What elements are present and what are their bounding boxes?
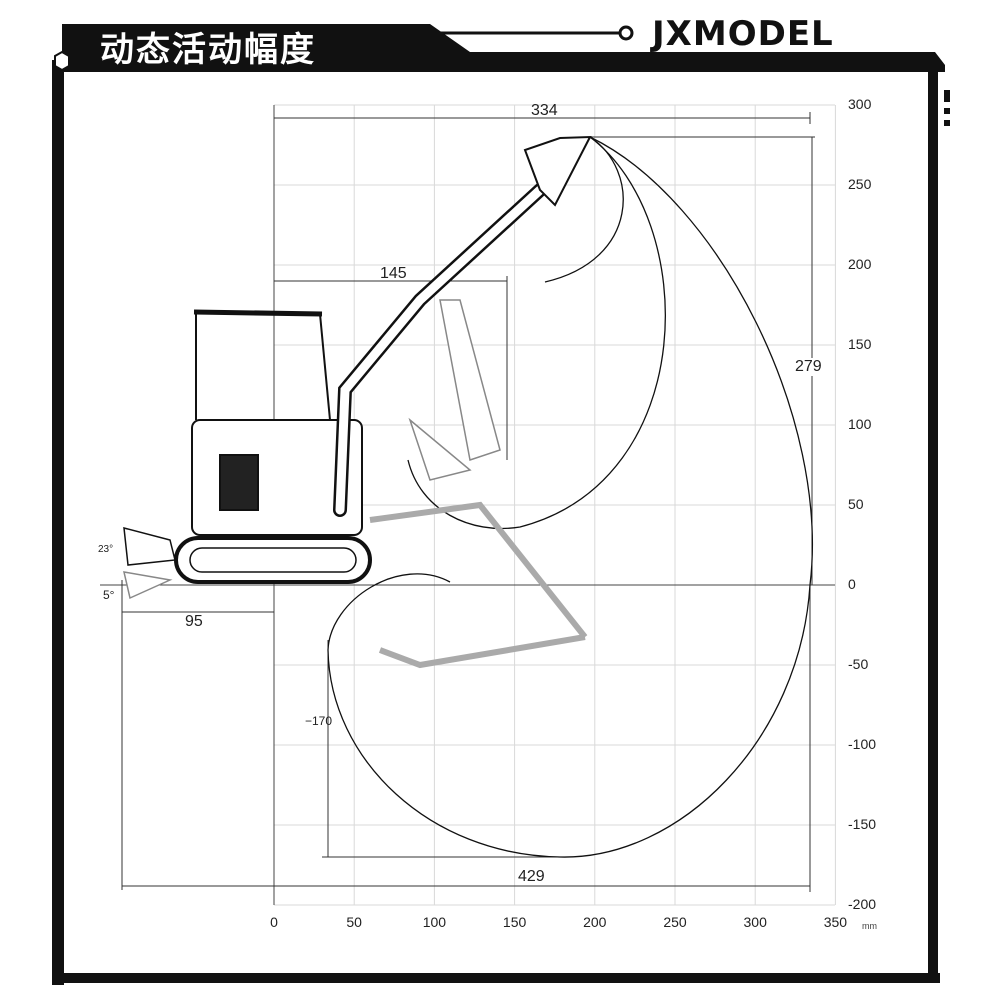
dimension-lines — [121, 112, 815, 892]
x-tick-label: 250 — [663, 914, 687, 930]
y-tick-label: -50 — [848, 656, 869, 672]
reach-envelope — [327, 136, 814, 858]
frame — [52, 24, 950, 985]
y-tick-label: 200 — [848, 256, 872, 272]
y-tick-label: -200 — [848, 896, 877, 912]
y-tick-label: 300 — [848, 96, 872, 112]
dim-max-height: 279 — [795, 358, 822, 376]
y-tick-label: -100 — [848, 736, 877, 752]
y-tick-label: 100 — [848, 416, 872, 432]
unit-label: mm — [862, 921, 877, 931]
x-tick-label: 0 — [270, 914, 278, 930]
y-tick-label: 0 — [848, 576, 856, 592]
brand-logo: JXMODEL — [652, 14, 834, 54]
x-tick-label: 50 — [346, 914, 362, 930]
y-tick-label: 250 — [848, 176, 872, 192]
dim-blade-offset: 95 — [185, 613, 203, 630]
dim-blade-up-angle: 23° — [98, 544, 114, 555]
header-circle-icon — [618, 25, 634, 41]
x-tick-label: 100 — [422, 914, 447, 930]
excavator-drawing — [123, 135, 592, 669]
hexagon-icon — [54, 50, 70, 72]
dim-blade-down-angle: 5° — [103, 588, 115, 602]
y-tick-label: 150 — [848, 336, 872, 352]
dim-mid-reach: 145 — [380, 265, 407, 282]
dim-max-reach: 334 — [531, 102, 558, 119]
y-tick-label: -150 — [848, 816, 877, 832]
x-tick-label: 200 — [583, 914, 607, 930]
x-tick-label: 300 — [743, 914, 767, 930]
x-tick-label: 350 — [823, 914, 848, 930]
page-title: 动态活动幅度 — [100, 30, 316, 70]
dim-dig-depth: −170 — [305, 714, 333, 728]
y-tick-label: 50 — [848, 496, 864, 512]
dim-total-length: 429 — [518, 868, 545, 885]
x-tick-label: 150 — [502, 914, 527, 930]
